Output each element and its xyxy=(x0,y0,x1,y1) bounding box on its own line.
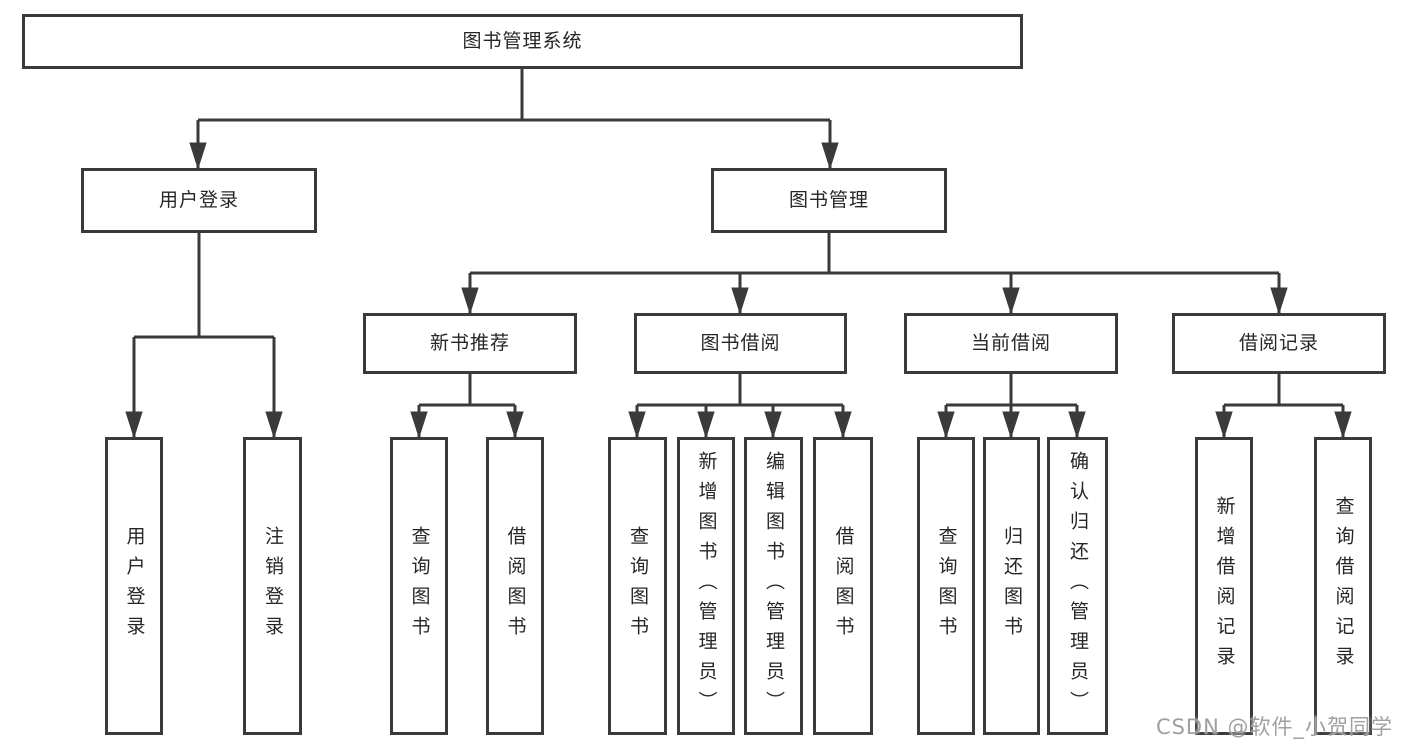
node-book-management: 图书管理 xyxy=(711,168,947,233)
csdn-watermark: CSDN @软件_小贺同学 xyxy=(1155,715,1393,739)
leaf-return-books: 归还图书 xyxy=(983,437,1040,735)
node-book-borrow: 图书借阅 xyxy=(634,313,847,374)
node-current-borrow: 当前借阅 xyxy=(904,313,1118,374)
leaf-query-books-current: 查询图书 xyxy=(917,437,975,735)
leaf-edit-books-admin: 编辑图书（管理员） xyxy=(744,437,803,735)
leaf-borrow-books-recommend: 借阅图书 xyxy=(486,437,544,735)
node-library-management-system: 图书管理系统 xyxy=(22,14,1023,69)
leaf-add-books-admin: 新增图书（管理员） xyxy=(677,437,735,735)
node-borrow-records: 借阅记录 xyxy=(1172,313,1386,374)
leaf-add-borrow-record: 新增借阅记录 xyxy=(1195,437,1253,735)
leaf-query-books-borrow: 查询图书 xyxy=(608,437,667,735)
leaf-query-books-recommend: 查询图书 xyxy=(390,437,448,735)
leaf-logout: 注销登录 xyxy=(243,437,302,735)
leaf-query-borrow-record: 查询借阅记录 xyxy=(1314,437,1372,735)
leaf-confirm-return-admin: 确认归还（管理员） xyxy=(1047,437,1108,735)
leaf-borrow-books: 借阅图书 xyxy=(813,437,873,735)
leaf-user-login: 用户登录 xyxy=(105,437,163,735)
node-new-book-recommend: 新书推荐 xyxy=(363,313,577,374)
node-user-login: 用户登录 xyxy=(81,168,317,233)
